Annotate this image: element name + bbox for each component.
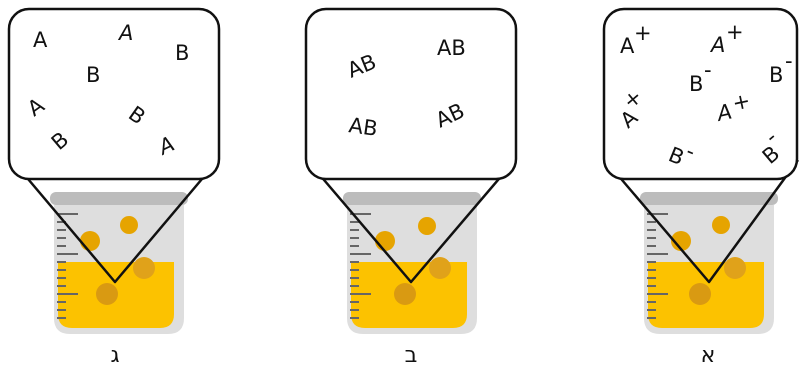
particle: B xyxy=(689,72,703,96)
panel-2: AB AB AB AB ב xyxy=(304,7,518,365)
bubble xyxy=(689,283,711,305)
bubble xyxy=(133,257,155,279)
particles: A + A + B - B - A + A + xyxy=(616,20,793,170)
bubble xyxy=(80,231,100,251)
panel-label: א xyxy=(701,343,716,365)
particle: AB xyxy=(437,36,466,60)
bubble xyxy=(671,231,691,251)
charge: + xyxy=(634,21,652,45)
zoom-cone xyxy=(11,159,219,284)
particle: B xyxy=(769,63,783,87)
zoom-cone xyxy=(604,159,800,284)
particle: A xyxy=(33,28,48,52)
beaker xyxy=(343,192,481,334)
bubble xyxy=(120,216,138,234)
charge: - xyxy=(704,58,712,82)
charge: + xyxy=(726,20,744,44)
charge: - xyxy=(785,49,793,73)
bubble xyxy=(394,283,416,305)
ion: A + xyxy=(709,20,744,57)
measurement-scale xyxy=(57,213,78,319)
ion: A + xyxy=(620,21,652,58)
particle: B xyxy=(175,41,189,65)
beaker xyxy=(50,192,188,334)
bubble xyxy=(96,283,118,305)
panel-label: ב xyxy=(405,343,418,365)
ion: A + xyxy=(713,88,752,126)
particle: A xyxy=(713,99,734,126)
panel-3: A + A + B - B - A + A + xyxy=(602,7,800,365)
bubble xyxy=(724,257,746,279)
ion: B - xyxy=(689,58,712,96)
particle: A xyxy=(620,34,635,58)
magnified-view xyxy=(602,7,799,181)
panel-label: ג xyxy=(110,343,119,365)
panel-1: A A B B A B B A ג xyxy=(7,7,221,365)
zoom-cone xyxy=(306,159,516,284)
magnified-view xyxy=(7,7,221,181)
magnified-view xyxy=(304,7,518,181)
bubble xyxy=(375,231,395,251)
particle: A xyxy=(117,21,133,45)
particle: AB xyxy=(347,113,379,141)
beaker xyxy=(640,192,778,334)
ion: B - xyxy=(769,49,793,87)
bubble xyxy=(429,257,451,279)
particle: A xyxy=(709,33,725,57)
charge: + xyxy=(730,88,752,115)
particle: B xyxy=(86,63,100,87)
bubble xyxy=(418,217,436,235)
bubble xyxy=(712,216,730,234)
